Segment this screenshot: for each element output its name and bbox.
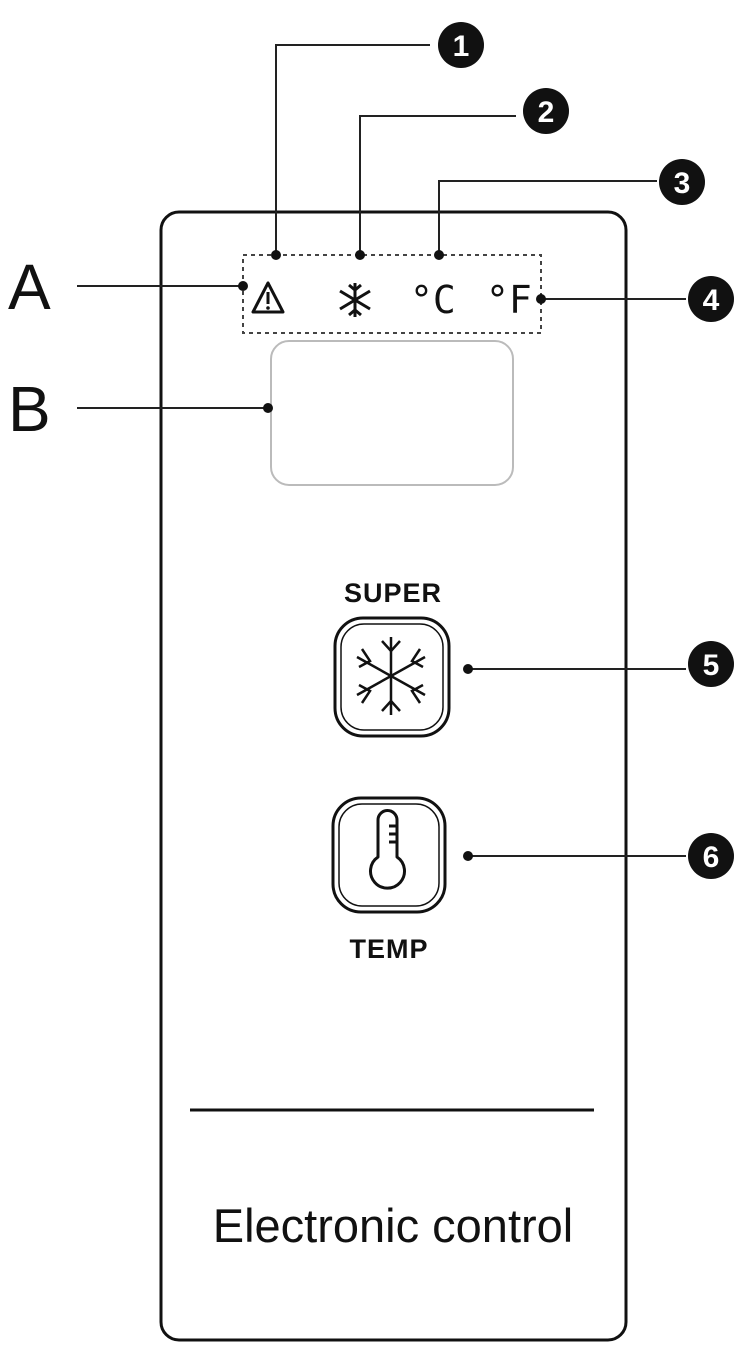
callout-1: 1 <box>438 22 484 68</box>
leader-3 <box>438 180 657 255</box>
callout-5: 5 <box>688 641 734 687</box>
temp-button[interactable] <box>331 796 447 914</box>
snowflake-icon <box>339 283 371 317</box>
section-label-a: A <box>8 251 51 323</box>
snowflake-icon <box>356 637 426 715</box>
leader-2 <box>359 115 516 255</box>
leader-1 <box>275 44 430 255</box>
leader-1-dot <box>271 250 281 260</box>
leader-4-dot <box>536 294 546 304</box>
svg-text:3: 3 <box>674 167 691 200</box>
svg-text:5: 5 <box>703 649 720 682</box>
svg-text:4: 4 <box>703 284 720 317</box>
celsius-indicator: °C <box>410 278 456 322</box>
section-label-b: B <box>8 373 51 445</box>
super-button-label: SUPER <box>344 578 442 608</box>
temp-button-label: TEMP <box>349 934 428 964</box>
warning-triangle-icon <box>251 281 285 314</box>
leader-5-dot <box>463 664 473 674</box>
fahrenheit-indicator: °F <box>486 278 532 322</box>
callout-3: 3 <box>659 159 705 205</box>
svg-text:2: 2 <box>538 96 555 129</box>
panel-title: Electronic control <box>213 1199 574 1252</box>
leader-3-dot <box>434 250 444 260</box>
super-button[interactable] <box>333 616 451 738</box>
svg-text:6: 6 <box>703 841 720 874</box>
callout-4: 4 <box>688 276 734 322</box>
leader-6-dot <box>463 851 473 861</box>
svg-text:1: 1 <box>453 30 470 63</box>
leader-2-dot <box>355 250 365 260</box>
thermometer-icon <box>369 809 406 890</box>
temperature-display <box>270 340 514 486</box>
panel-outline <box>159 210 628 1342</box>
callout-2: 2 <box>523 88 569 134</box>
leader-a-dot <box>238 281 248 291</box>
callout-6: 6 <box>688 833 734 879</box>
leader-b-dot <box>263 403 273 413</box>
